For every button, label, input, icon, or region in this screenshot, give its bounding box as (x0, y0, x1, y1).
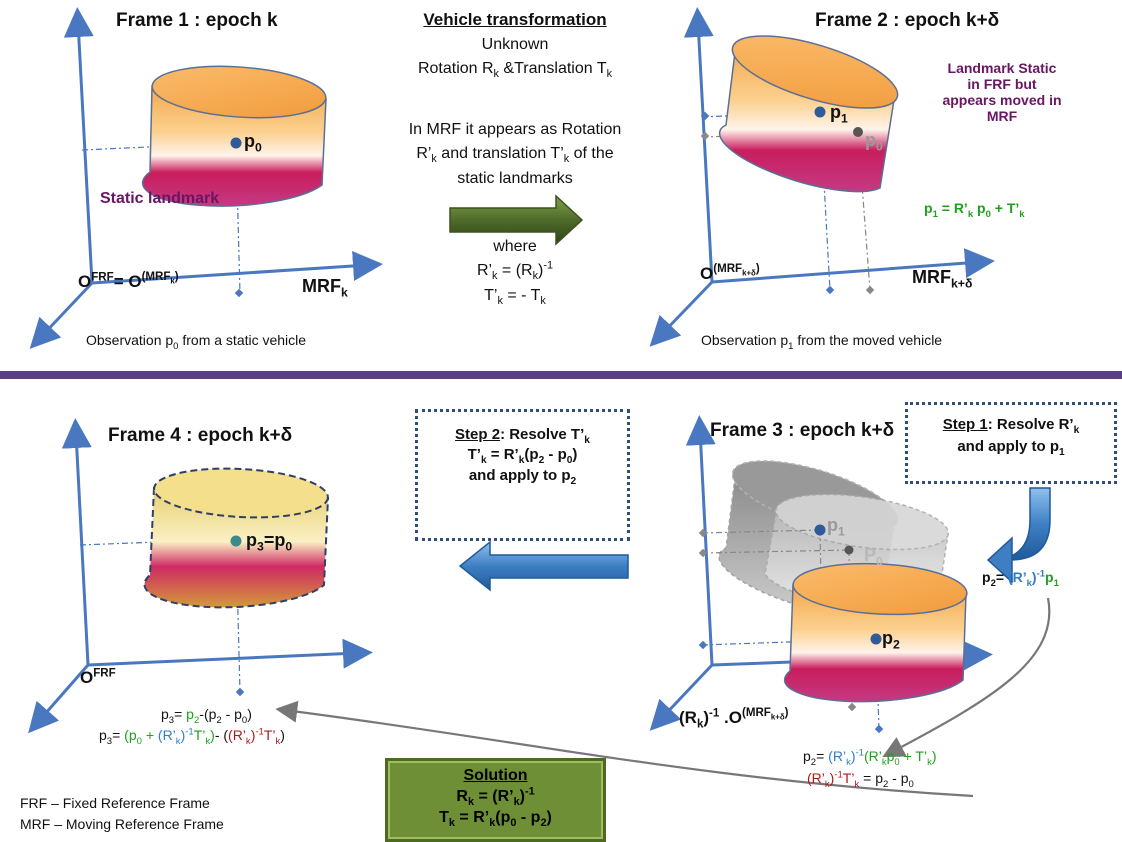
transformation-arrow (449, 194, 584, 246)
frame1-axes (29, 7, 383, 349)
vt-heading: Vehicle transformation (423, 10, 607, 29)
step2-line3: and apply to p2 (468, 466, 577, 487)
frame2-axes (649, 7, 995, 347)
frame1-axis-label: MRFk (302, 276, 348, 300)
frame1-title: Frame 1 : epoch k (116, 10, 278, 31)
frame2-caption: Observation p1 from the moved vehicle (701, 332, 943, 352)
frame1-ground-marker (234, 288, 244, 298)
frame1-cylinder (141, 65, 327, 207)
step2-arrow (458, 540, 629, 592)
step1-line2: and apply to p1 (957, 437, 1065, 458)
vt-mrf-line3: static landmarks (457, 170, 573, 187)
vt-where-t: T’k = - Tk (484, 287, 546, 308)
frame2-origin-label: O(MRFk+δ) (700, 263, 760, 283)
frame3-point-p2 (870, 633, 882, 645)
frame2-cylinder (718, 35, 899, 193)
frame2-equation: p1 = R’k p0 + T’k (924, 200, 1025, 220)
frame4-origin-label: OFRF (80, 667, 116, 687)
legend-mrf: MRF – Moving Reference Frame (20, 816, 224, 832)
vt-where-r: R’k = (Rk)-1 (476, 259, 554, 283)
p2-equation-b: p2= (R’k)-1(R’kp0 + T’k) (803, 747, 937, 768)
frame3-ghost-p0-label: P0 (864, 545, 883, 569)
frame4-point-p3 (230, 535, 242, 547)
connector-p2-to-p2eq (882, 597, 1051, 758)
step1-box: Step 1: Resolve R’k and apply to p1 (905, 402, 1117, 484)
step1-curved-arrow-head (986, 536, 1013, 584)
frame2-title: Frame 2 : epoch k+δ (815, 10, 1000, 31)
frame3-p2-label: p2 (882, 628, 900, 652)
frame2-point-p0 (853, 127, 863, 137)
frame4-ground-marker (235, 687, 245, 697)
step2-box: Step 2: Resolve T’k T’k = R’k(p2 - p0) a… (415, 409, 630, 541)
frame3-title: Frame 3 : epoch k+δ (710, 420, 895, 441)
rt-equation: (R’k)-1T’k = p2 - p0 (807, 769, 914, 790)
p3-equation-b: p3= (p0 + (R’k)-1T’k)- ((R’k)-1T’k) (99, 726, 285, 747)
connector-to-p3eq (275, 700, 974, 798)
solution-translation: Tk = R’k(p0 - p2) (439, 808, 552, 829)
frame4-title: Frame 4 : epoch k+δ (108, 425, 293, 446)
vt-line1: Unknown (481, 36, 549, 53)
p3-equation-a: p3= p2-(p2 - p0) (161, 706, 252, 726)
frame3-marker-b (698, 548, 708, 558)
frame4-axes (28, 418, 373, 734)
frame2-axis-label: MRFk+δ (912, 267, 973, 291)
frame3-ground-c (874, 724, 884, 734)
frame3-ground-b (847, 702, 857, 712)
frame1-point-p0 (230, 137, 242, 149)
frame3-cylinder (783, 562, 968, 703)
solution-rotation: Rk = (R’k)-1 (456, 785, 535, 808)
frame1-caption: Observation p0 from a static vehicle (86, 332, 307, 352)
frame4-p3-label: p3=p0 (246, 530, 293, 554)
frame3-ghost-p1 (814, 524, 826, 536)
p2-equation-a: p2= (R’k)-1p1 (982, 568, 1059, 589)
solution-title: Solution (463, 767, 528, 784)
vt-line2: Rotation Rk &Translation Tk (417, 60, 613, 81)
frame2-p0-label: p0 (865, 130, 883, 154)
frame3-marker-a (698, 528, 708, 538)
step2-line1: Step 2: Resolve T’k (455, 426, 590, 446)
vt-where: where (493, 238, 537, 255)
frame3-ghost-p0 (844, 545, 854, 555)
step1-line1: Step 1: Resolve R’k (942, 416, 1080, 436)
frame1-origin-label: OFRF= O(MRFk) (78, 271, 179, 291)
vt-mrf-line1: In MRF it appears as Rotation (408, 121, 622, 138)
frame2-point-p1 (814, 106, 826, 118)
legend-frf: FRF – Fixed Reference Frame (20, 795, 210, 811)
section-divider (0, 371, 1122, 379)
frame1-landmark-label: Static landmark (100, 190, 220, 207)
vt-mrf-line2: R’k and translation T’k of the (416, 145, 614, 166)
frame2-note: Landmark Static in FRF but appears moved… (942, 60, 1062, 125)
frame2-ground-b (865, 285, 875, 295)
frame3-origin-label: (Rk)-1 .O(MRFk+δ) (679, 707, 789, 731)
frame2-p1-label: p1 (830, 102, 848, 126)
frame1-p0-label: p0 (244, 131, 262, 155)
frame2-marker-b (700, 131, 710, 141)
step2-line2: T’k = R’k(p2 - p0) (467, 446, 578, 467)
frame3-ghost-p1-label: p1 (827, 515, 845, 539)
frame2-ground-a (825, 285, 835, 295)
frame3-marker-c (698, 640, 708, 650)
solution-box: Solution Rk = (R’k)-1 Tk = R’k(p0 - p2) (385, 758, 606, 842)
frame4-cylinder (143, 467, 330, 609)
